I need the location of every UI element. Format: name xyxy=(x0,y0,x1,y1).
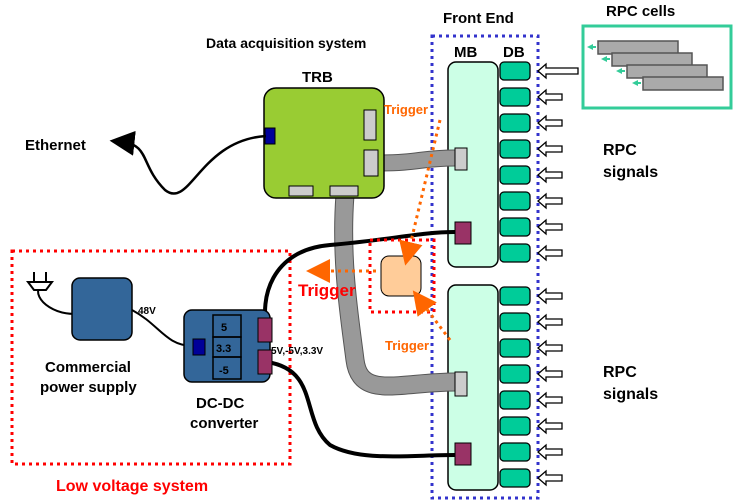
trigger-label-bottom: Trigger xyxy=(385,338,429,353)
trigger-box xyxy=(368,238,436,314)
trb-label: TRB xyxy=(302,69,333,86)
power-cable-top xyxy=(263,230,456,329)
trigger-label-center: Trigger xyxy=(298,281,356,300)
db-label: DB xyxy=(503,44,525,61)
dcdc-label-line1: DC-DC xyxy=(196,395,244,412)
power-supply-label-line1: Commercial xyxy=(45,359,131,376)
rpc-signals-top-line1: RPC xyxy=(603,142,637,159)
ethernet-cable xyxy=(109,130,267,195)
low-voltage-label: Low voltage system xyxy=(56,478,208,495)
commercial-power-supply xyxy=(71,277,133,341)
front-end-box xyxy=(430,34,540,500)
dcdc-5-label: 5 xyxy=(221,322,227,334)
voltage-output-label: 5V,-5V,3.3V xyxy=(271,346,323,357)
rpc-signals-bottom-line1: RPC xyxy=(603,364,637,381)
ethernet-port xyxy=(264,127,276,145)
trigger-arrow-bottom xyxy=(412,290,452,341)
trb-board xyxy=(263,87,385,199)
trigger-chip xyxy=(380,255,422,297)
low-voltage-box xyxy=(10,249,292,466)
dcdc-converter xyxy=(183,309,271,383)
rpc-strips xyxy=(587,40,724,91)
db-blocks-top xyxy=(499,61,531,263)
rpc-signals-bottom-line2: signals xyxy=(603,386,658,403)
dcdc-label-line2: converter xyxy=(190,415,259,432)
signal-arrows xyxy=(537,62,579,487)
dcdc-input-port xyxy=(192,338,206,356)
front-end-label: Front End xyxy=(443,10,514,27)
daq-label: Data acquisition system xyxy=(206,35,366,51)
dcdc-33-label: 3.3 xyxy=(216,343,231,355)
power-supply-label-line2: power supply xyxy=(40,379,137,396)
voltage-48v-label: 48V xyxy=(138,306,156,317)
trigger-label-top: Trigger xyxy=(384,102,428,117)
dcdc-m5-label: -5 xyxy=(219,365,229,377)
db-blocks-bottom xyxy=(499,286,531,488)
rpc-cells-label: RPC cells xyxy=(606,3,675,20)
rpc-signals-top-line2: signals xyxy=(603,164,658,181)
power-cable-bottom xyxy=(266,360,456,459)
trb-chip-bottom-right xyxy=(329,185,359,197)
trb-chip-bottom-left xyxy=(288,185,314,197)
trigger-arrow-top xyxy=(399,119,442,266)
ethernet-label: Ethernet xyxy=(25,137,86,154)
mb-label: MB xyxy=(454,44,477,61)
trb-chip-right xyxy=(363,109,377,141)
